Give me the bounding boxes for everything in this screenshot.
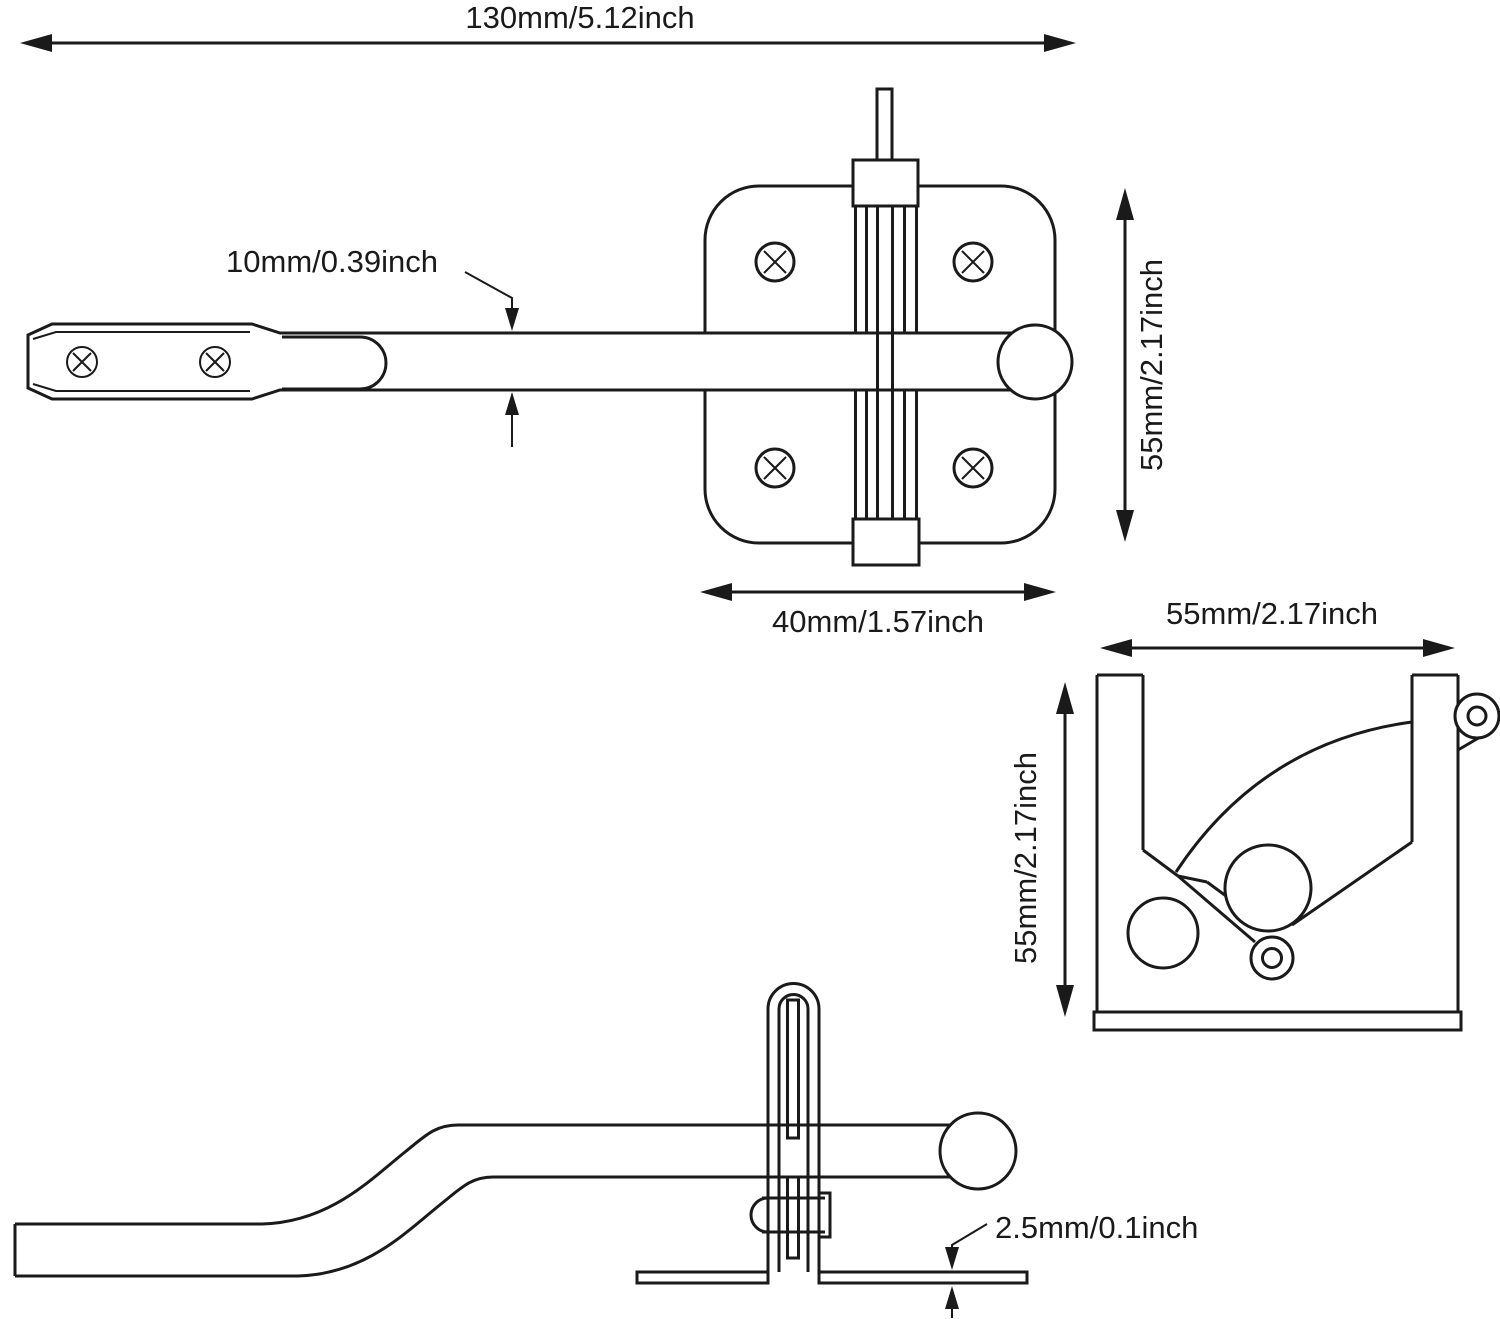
arrow-down-icon (1116, 510, 1134, 542)
catch-bracket (635, 982, 1029, 1285)
leader-line (464, 271, 513, 324)
roller-circle (1126, 896, 1200, 970)
ball-knob (938, 1111, 1018, 1191)
dim-label-plate-height: 55mm/2.17inch (1134, 259, 1169, 471)
dim-overall-length: 130mm/5.12inch (20, 0, 1076, 52)
dim-label-plate-width: 40mm/1.57inch (772, 604, 984, 639)
bracket-latch-arm (1174, 720, 1413, 944)
dim-label-arm-thickness: 10mm/0.39inch (226, 244, 438, 279)
catch-outer (766, 982, 821, 1272)
bracket-body (1095, 673, 1460, 1012)
arm-top-edge (15, 1123, 985, 1226)
dim-bracket-height: 55mm/2.17inch (1008, 682, 1074, 1017)
dim-label-bracket-height: 55mm/2.17inch (1008, 752, 1043, 964)
bracket-view: 55mm/2.17inch 55mm/2.17inch (1008, 596, 1500, 1032)
catch-inner (777, 993, 810, 1272)
screw-icon (199, 346, 231, 378)
arm-lower-diagonal (1291, 840, 1413, 927)
left-notch (1142, 848, 1179, 878)
arrow-down-icon (505, 308, 519, 331)
dim-label-base-thickness: 2.5mm/0.1inch (995, 1210, 1198, 1245)
screw-icon (66, 346, 98, 378)
screw-icon (952, 447, 994, 489)
arm-rounded-end (282, 335, 388, 391)
arrow-left-icon (1100, 639, 1132, 657)
dim-plate-height: 55mm/2.17inch (1116, 188, 1169, 542)
arrow-right-icon (1024, 583, 1056, 601)
arm-arc (1174, 720, 1413, 873)
strap-inner-edge-top (32, 331, 250, 340)
arrow-left-icon (700, 583, 732, 601)
arrow-up-icon (1116, 188, 1134, 220)
wedge-lower-edge (1177, 874, 1256, 944)
screw-icon (952, 241, 994, 283)
arm-bottom-edge (15, 1175, 985, 1278)
arrow-down-icon (1056, 985, 1074, 1017)
strap-inner-edge-bottom (32, 383, 250, 392)
catch-rod-upper (786, 998, 800, 1140)
arrow-up-icon (505, 392, 519, 415)
base-plate-left (635, 1270, 770, 1285)
arrow-up-icon (945, 1286, 959, 1309)
notch-bottom (1177, 874, 1208, 884)
dim-base-thickness: 2.5mm/0.1inch (945, 1210, 1198, 1318)
arrow-left-icon (20, 34, 52, 52)
latch-arm-outline (26, 322, 1027, 401)
arrow-down-icon (945, 1247, 959, 1270)
bolt-nut (817, 1191, 832, 1239)
dim-plate-width: 40mm/1.57inch (700, 583, 1056, 639)
pivot-ring (1249, 935, 1295, 981)
spring-center-rod (876, 206, 894, 519)
dim-arm-thickness: 10mm/0.39inch (226, 244, 519, 447)
catch-rod-lower (786, 1175, 800, 1260)
leader-line (951, 1223, 988, 1264)
latch-arm (26, 322, 1074, 401)
dim-label-bracket-width: 55mm/2.17inch (1166, 596, 1378, 631)
mounting-tab (1453, 692, 1500, 752)
screw-icon (754, 447, 796, 489)
profile-arm (13, 1111, 1018, 1278)
base-plate-right (817, 1270, 1029, 1285)
top-clamp-block (851, 158, 920, 208)
arrow-right-icon (1423, 639, 1455, 657)
screw-icon (754, 241, 796, 283)
bottom-clamp-block (851, 517, 921, 567)
tab-hole (1466, 705, 1488, 727)
profile-view: 2.5mm/0.1inch (13, 982, 1198, 1318)
dim-label-overall-length: 130mm/5.12inch (465, 0, 694, 35)
dim-bracket-width: 55mm/2.17inch (1100, 596, 1455, 657)
ball-knob (996, 323, 1074, 401)
rod-top (875, 87, 894, 166)
top-view: 130mm/5.12inch (20, 0, 1169, 639)
bolt-head-bulge (749, 1196, 769, 1234)
arrow-right-icon (1044, 34, 1076, 52)
arrow-up-icon (1056, 682, 1074, 714)
knob-end-circle (1223, 843, 1313, 933)
bracket-base-strip (1092, 1010, 1463, 1032)
